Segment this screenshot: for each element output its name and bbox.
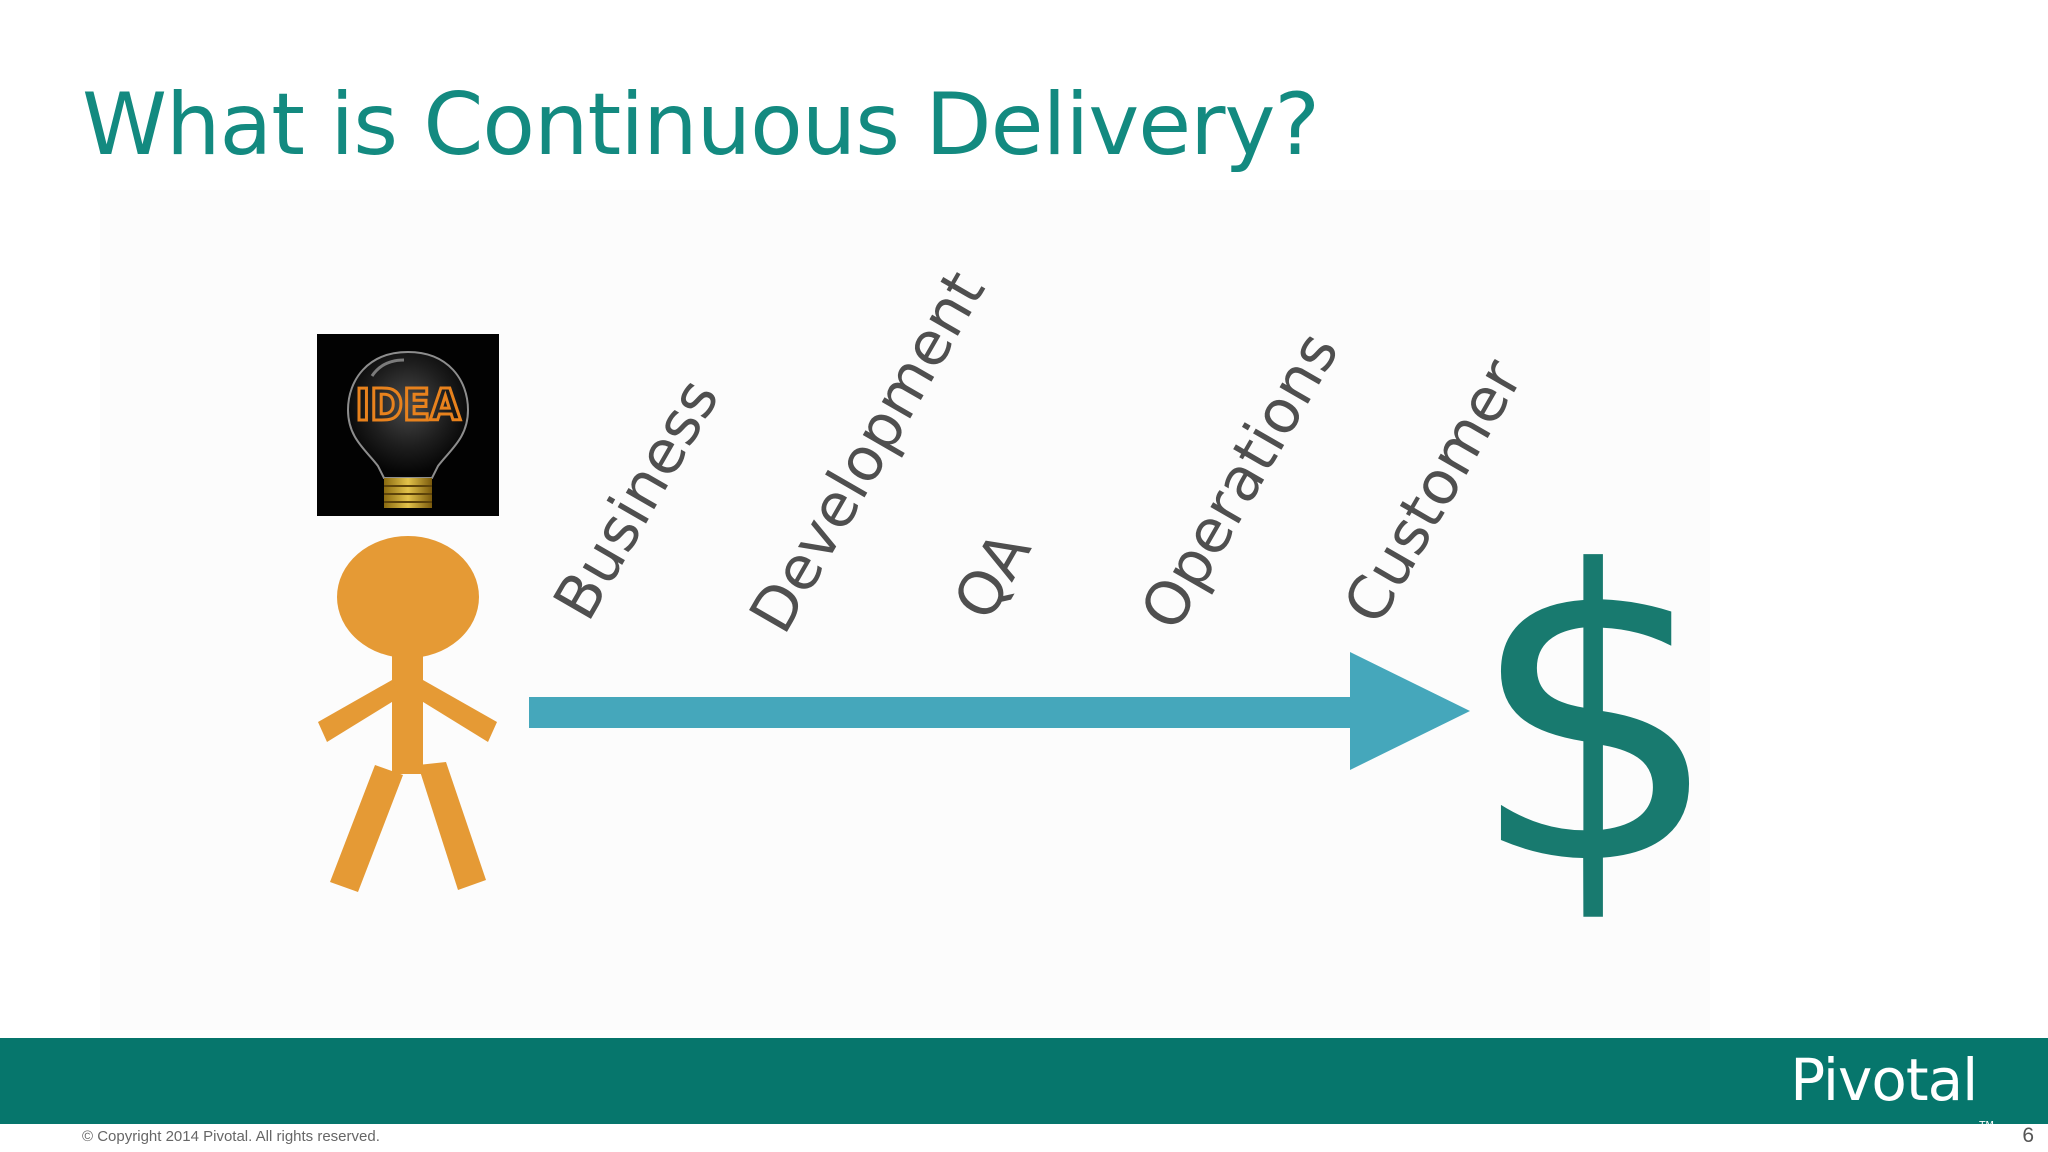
person-figure bbox=[318, 536, 497, 892]
stage-label-qa: QA bbox=[940, 520, 1045, 631]
person-left-arm bbox=[318, 680, 400, 742]
footer-bar: PivotalTM bbox=[0, 1038, 2048, 1131]
idea-label: IDEA bbox=[355, 380, 461, 431]
stage-label-operations: Operations bbox=[1127, 321, 1353, 642]
person-left-leg bbox=[330, 765, 403, 892]
person-right-leg bbox=[418, 762, 486, 890]
delivery-arrow bbox=[529, 652, 1470, 770]
person-head bbox=[337, 536, 479, 658]
idea-lightbulb-image: IDEA bbox=[317, 334, 499, 516]
person-torso bbox=[392, 650, 423, 774]
slide-title: What is Continuous Delivery? bbox=[82, 75, 1320, 175]
stage-label-business: Business bbox=[540, 367, 733, 631]
pivotal-logo: PivotalTM bbox=[1790, 1046, 1994, 1131]
bulb-base bbox=[384, 478, 432, 508]
trademark-mark: TM bbox=[1979, 1120, 1994, 1131]
dollar-icon: $ bbox=[1468, 488, 1723, 953]
page-number: 6 bbox=[2022, 1124, 2034, 1147]
stage-labels: Business Development QA Operations Custo… bbox=[540, 260, 1537, 645]
copyright-notice: © Copyright 2014 Pivotal. All rights res… bbox=[82, 1128, 380, 1145]
brand-name: Pivotal bbox=[1790, 1046, 1978, 1114]
person-right-arm bbox=[415, 680, 497, 742]
